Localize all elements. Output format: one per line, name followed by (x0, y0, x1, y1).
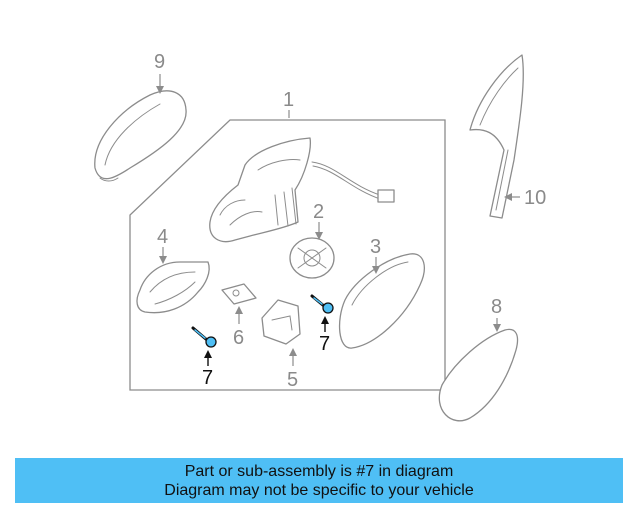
part-8-mirror-glass[interactable] (438, 328, 519, 422)
part-3-mirror-glass-backing[interactable] (338, 253, 425, 349)
part-10-garnish[interactable] (469, 54, 524, 219)
callout-2: 2 (313, 201, 324, 223)
callout-10: 10 (524, 187, 546, 209)
banner-line-2: Diagram may not be specific to your vehi… (164, 482, 474, 499)
part-1-mirror-housing[interactable] (209, 137, 395, 243)
info-banner: Part or sub-assembly is #7 in diagram Di… (15, 458, 623, 503)
part-5-bracket[interactable] (261, 299, 301, 345)
callout-7-left: 7 (202, 367, 213, 389)
callout-8: 8 (491, 296, 502, 318)
part-4-lower-cover[interactable] (136, 261, 210, 314)
part-6-clip[interactable] (221, 283, 257, 305)
callout-6: 6 (233, 327, 244, 349)
part-7-screw-right[interactable] (310, 294, 334, 314)
part-7-screw-left[interactable] (191, 326, 217, 348)
banner-line-1: Part or sub-assembly is #7 in diagram (184, 463, 454, 480)
callout-9: 9 (154, 51, 165, 73)
part-2-actuator[interactable] (289, 237, 335, 279)
assembly-outline (129, 119, 446, 391)
callout-5: 5 (287, 369, 298, 391)
callout-3: 3 (370, 236, 381, 258)
part-9-mirror-cover[interactable] (94, 90, 187, 182)
callout-7-right: 7 (319, 333, 330, 355)
callout-4: 4 (157, 226, 168, 248)
callout-1: 1 (283, 89, 294, 111)
